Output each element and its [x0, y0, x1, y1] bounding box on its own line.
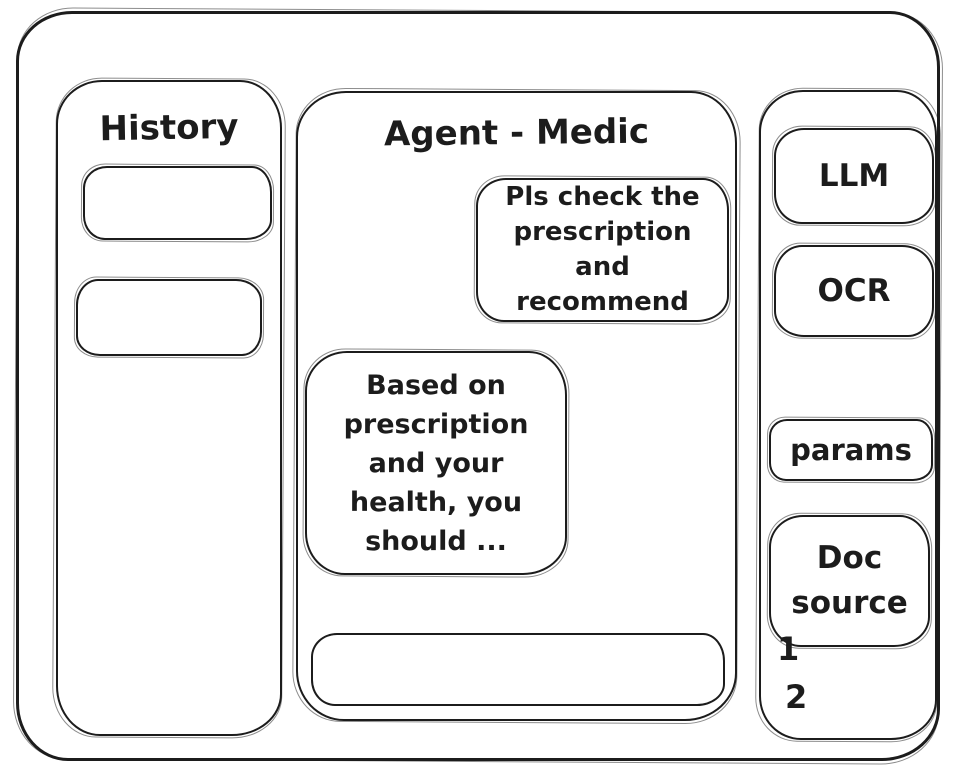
doc-source-item-1[interactable]: 1: [777, 630, 800, 668]
app-frame: History Agent - Medic Pls check the pres…: [16, 11, 940, 761]
user-message-text: Pls check the prescription and recommend: [505, 182, 700, 317]
tool-llm-label: LLM: [818, 158, 890, 194]
chat-title: Agent - Medic: [383, 111, 650, 155]
history-item[interactable]: [76, 279, 262, 356]
assistant-message-text: Based on prescription and your health, y…: [343, 369, 529, 557]
tool-doc-source-button[interactable]: Doc source: [769, 515, 930, 647]
doc-source-item-2[interactable]: 2: [785, 678, 808, 716]
history-panel: History: [56, 80, 282, 736]
tool-llm-button[interactable]: LLM: [774, 128, 934, 224]
user-message-bubble: Pls check the prescription and recommend: [476, 178, 729, 322]
tool-ocr-button[interactable]: OCR: [774, 245, 934, 337]
tool-ocr-label: OCR: [817, 273, 891, 309]
assistant-message-bubble: Based on prescription and your health, y…: [305, 351, 567, 575]
chat-panel: Agent - Medic Pls check the prescription…: [296, 91, 737, 721]
tool-params-label: params: [790, 433, 912, 467]
tool-doc-source-label: Doc source: [791, 540, 908, 621]
tools-panel: LLM OCR params Doc source 1 2: [759, 90, 937, 740]
message-input[interactable]: [311, 633, 725, 706]
history-item[interactable]: [83, 166, 272, 240]
tool-params-button[interactable]: params: [769, 419, 933, 481]
history-title: History: [99, 106, 239, 150]
